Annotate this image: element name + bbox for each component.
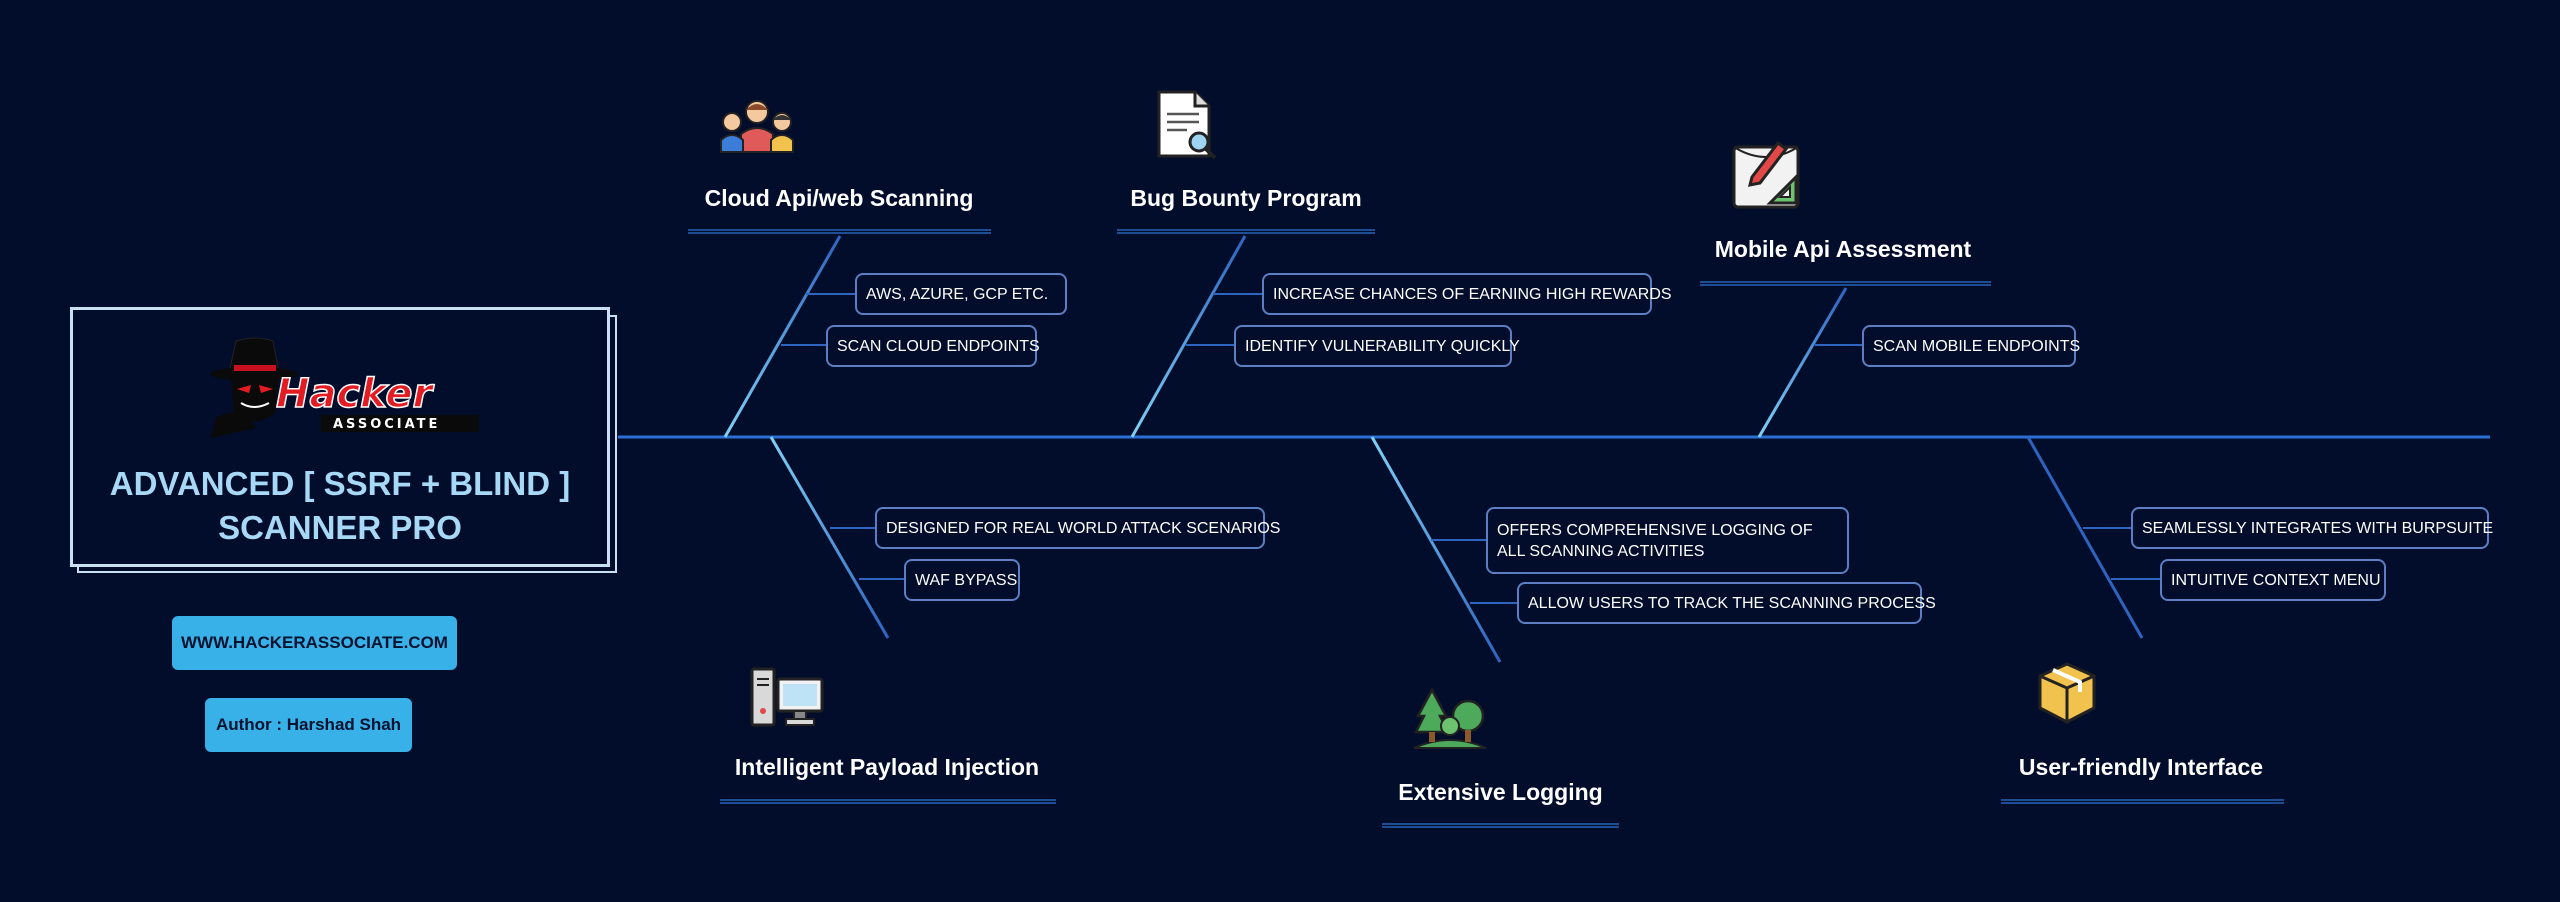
author-badge: Author : Harshad Shah — [205, 698, 412, 752]
leaf-cloud-1: AWS, AZURE, GCP ETC. — [855, 273, 1067, 315]
mobile-branch-line — [1757, 287, 1848, 438]
logging-branch-line — [1370, 436, 1502, 663]
leaf-cloud-2: SCAN CLOUD ENDPOINTS — [826, 325, 1040, 367]
branch-underline-logging — [1382, 823, 1619, 828]
branch-underline-mobile — [1700, 281, 1991, 286]
branch-underline-bounty — [1117, 229, 1375, 234]
leaf-bounty-1: INCREASE CHANCES OF EARNING HIGH REWARDS — [1262, 273, 1672, 315]
leaf-payload-1: DESIGNED FOR REAL WORLD ATTACK SCENARIOS — [875, 507, 1280, 549]
logo-subtext: ASSOCIATE — [333, 417, 440, 432]
branch-underline-payload — [720, 799, 1056, 804]
design-tools-icon — [1732, 140, 1800, 209]
hacker-associate-logo: Hacker ASSOCIATE — [210, 337, 479, 438]
team-users-icon — [720, 100, 794, 153]
leaf-bounty-2: IDENTIFY VULNERABILITY QUICKLY — [1234, 325, 1520, 367]
logo-text: Hacker — [276, 371, 434, 417]
branch-title-payload: Intelligent Payload Injection — [734, 754, 1040, 780]
trees-icon — [1413, 687, 1487, 749]
document-search-icon — [1157, 90, 1217, 160]
cloud-branch-line — [723, 235, 842, 438]
branch-title-mobile: Mobile Api Assessment — [1714, 236, 1972, 262]
payload-branch-line — [769, 436, 890, 639]
package-box-icon — [2038, 662, 2096, 724]
ui-branch-line — [2026, 436, 2144, 639]
leaf-logging-1: OFFERS COMPREHENSIVE LOGGING OF ALL SCAN… — [1486, 507, 1849, 574]
leaf-ui-2: INTUITIVE CONTEXT MENU — [2160, 559, 2386, 601]
branch-title-ui: User-friendly Interface — [2018, 754, 2264, 780]
branch-title-cloud: Cloud Api/web Scanning — [704, 185, 974, 211]
leaf-ui-1: SEAMLESSLY INTEGRATES WITH BURPSUITE — [2131, 507, 2493, 549]
leaf-logging-2: ALLOW USERS TO TRACK THE SCANNING PROCES… — [1517, 582, 1936, 624]
branch-underline-ui — [2001, 799, 2284, 804]
website-badge[interactable]: WWW.HACKERASSOCIATE.COM — [172, 616, 457, 670]
product-title: ADVANCED [ SSRF + BLIND ] SCANNER PRO — [109, 465, 571, 546]
title-card: Hacker ASSOCIATE ADVANCED [ SSRF + BLIND… — [70, 307, 610, 567]
leaf-payload-2: WAF BYPASS — [904, 559, 1020, 601]
computer-icon — [750, 667, 824, 727]
bounty-branch-line — [1130, 235, 1247, 438]
branch-title-logging: Extensive Logging — [1398, 779, 1603, 805]
branch-title-bounty: Bug Bounty Program — [1130, 185, 1362, 211]
branch-underline-cloud — [688, 229, 991, 234]
leaf-mobile-1: SCAN MOBILE ENDPOINTS — [1862, 325, 2080, 367]
